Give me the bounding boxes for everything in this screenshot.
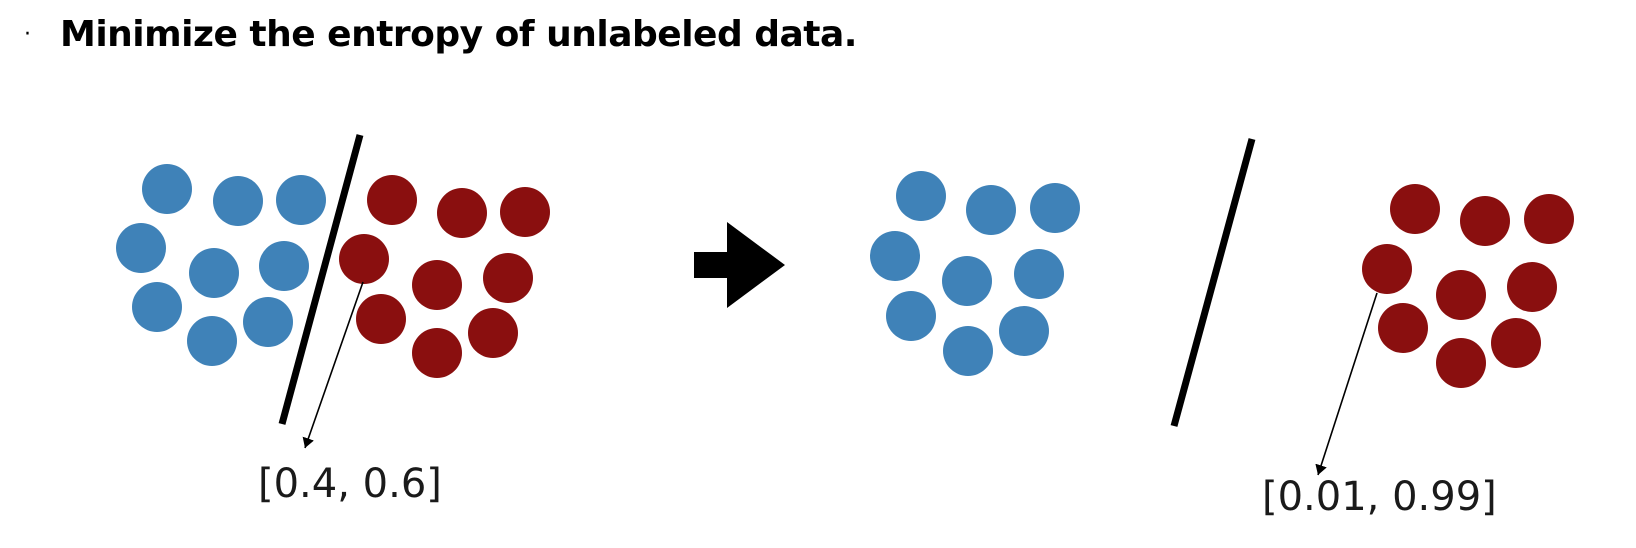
before-red-point-6: [483, 253, 533, 303]
before-pointer-line: [302, 281, 364, 449]
heading-text: Minimize the entropy of unlabeled data.: [60, 14, 858, 55]
before-points: [116, 164, 550, 378]
before-blue-point-9: [243, 297, 293, 347]
after-probability-label: [0.01, 0.99]: [1262, 474, 1497, 520]
after-blue-point-2: [966, 185, 1016, 235]
after-red-point-7: [1378, 303, 1428, 353]
before-red-point-2: [437, 188, 487, 238]
after-blue-point-7: [886, 291, 936, 341]
before-red-point-5: [412, 260, 462, 310]
before-panel: [0.4, 0.6]: [116, 134, 550, 507]
before-red-point-9: [468, 308, 518, 358]
after-blue-point-4: [870, 231, 920, 281]
before-blue-point-5: [189, 248, 239, 298]
after-panel: [0.01, 0.99]: [870, 138, 1574, 520]
after-blue-point-8: [943, 326, 993, 376]
after-red-point-9: [1491, 318, 1541, 368]
after-red-point-1: [1390, 184, 1440, 234]
before-red-point-4: [339, 234, 389, 284]
before-blue-point-1: [142, 164, 192, 214]
before-red-point-7: [356, 294, 406, 344]
after-blue-point-1: [896, 171, 946, 221]
after-blue-point-6: [1014, 249, 1064, 299]
heading: · Minimize the entropy of unlabeled data…: [24, 10, 858, 60]
before-red-point-3: [500, 187, 550, 237]
before-blue-point-8: [187, 316, 237, 366]
before-blue-point-4: [116, 223, 166, 273]
right-arrow-icon: [694, 222, 785, 308]
after-decision-boundary: [1170, 138, 1256, 427]
after-red-point-6: [1507, 262, 1557, 312]
before-blue-point-3: [276, 175, 326, 225]
before-blue-point-6: [259, 241, 309, 291]
after-red-point-8: [1436, 338, 1486, 388]
after-red-point-4: [1362, 244, 1412, 294]
after-blue-point-9: [999, 306, 1049, 356]
after-red-point-3: [1524, 194, 1574, 244]
before-blue-point-7: [132, 282, 182, 332]
bullet-icon: ·: [24, 22, 31, 47]
after-blue-point-5: [942, 256, 992, 306]
after-points: [870, 171, 1574, 388]
before-red-point-1: [367, 175, 417, 225]
before-blue-point-2: [213, 176, 263, 226]
after-red-point-5: [1436, 270, 1486, 320]
before-red-point-8: [412, 328, 462, 378]
after-pointer-line: [1315, 292, 1378, 476]
before-probability-label: [0.4, 0.6]: [258, 461, 442, 507]
after-red-point-2: [1460, 196, 1510, 246]
before-decision-boundary: [278, 134, 364, 425]
after-blue-point-3: [1030, 183, 1080, 233]
